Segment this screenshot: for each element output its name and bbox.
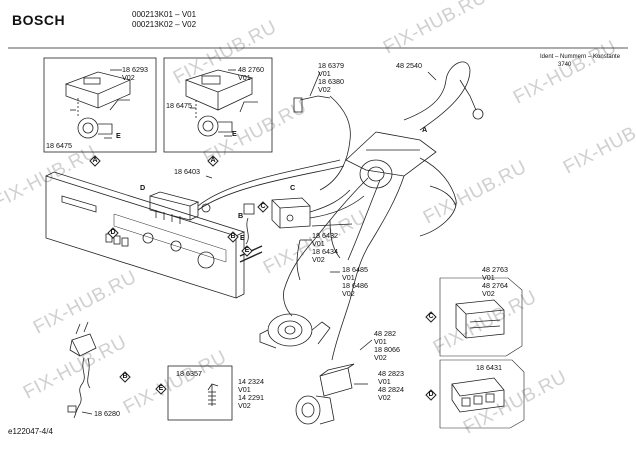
switch-part [243, 203, 255, 215]
marker-d-1: D [106, 226, 120, 240]
mains-plug [67, 321, 97, 419]
inset-box-c [439, 277, 523, 357]
inset-box-d [439, 359, 525, 429]
timer-module [149, 191, 200, 224]
part-label-186280: 18 6280 [94, 409, 120, 418]
model-number-1: 000213K01 – V01 [132, 10, 197, 19]
part-label-186475-a: 18 6475 [46, 141, 72, 150]
arrow-marker-icon [89, 155, 101, 167]
marker-a-2: A [206, 154, 220, 168]
arrow-marker-icon [257, 201, 269, 213]
marker-e-1: E [240, 244, 254, 258]
inset-box-2 [163, 57, 273, 153]
marker-d-2: D [424, 388, 438, 402]
part-label-186431: 18 6431 [476, 363, 502, 372]
timer-switch-2 [184, 69, 258, 137]
part-label-186357: 18 6357 [176, 369, 202, 378]
arrow-marker-icon [207, 155, 219, 167]
marker-a-1: A [88, 154, 102, 168]
program-selector [271, 197, 311, 229]
arrow-marker-icon [119, 371, 131, 383]
wiring-harness [239, 61, 484, 361]
cable-b [245, 217, 249, 245]
letter-a: A [422, 125, 428, 134]
marker-c-1: C [256, 200, 270, 214]
arrow-marker-icon [241, 245, 253, 257]
brand-logo: BOSCH [12, 12, 66, 28]
arrow-marker-icon [227, 231, 239, 243]
motor [259, 313, 331, 349]
marker-e-2: E [154, 382, 168, 396]
screw [207, 383, 219, 406]
letter-c: C [290, 183, 296, 192]
ident-label: Ident – Nummern – Konstante [540, 54, 621, 60]
letter-e-1: E [116, 131, 121, 140]
marker-b-1: B [226, 230, 240, 244]
drawing-code: e122047-4/4 [8, 427, 53, 436]
arrow-marker-icon [107, 227, 119, 239]
marker-b-2: B [118, 370, 132, 384]
ident-value: 3740 [558, 62, 572, 68]
marker-c-2: C [424, 310, 438, 324]
letter-e-2: E [232, 129, 237, 138]
part-label-186403: 18 6403 [174, 167, 200, 176]
model-number-2: 000213K02 – V02 [132, 20, 197, 29]
arrow-marker-icon [425, 311, 437, 323]
letter-b: B [238, 211, 244, 220]
letter-e-3: E [240, 233, 245, 242]
drain-pump [295, 363, 355, 425]
arrow-marker-icon [425, 389, 437, 401]
part-label-186475-b: 18 6475 [166, 101, 192, 110]
arrow-marker-icon [155, 383, 167, 395]
timer-switch-1 [64, 71, 132, 139]
letter-d: D [140, 183, 146, 192]
part-label-482540: 48 2540 [396, 61, 422, 70]
inset-box-1 [43, 57, 157, 153]
inset-box-e [167, 365, 233, 421]
